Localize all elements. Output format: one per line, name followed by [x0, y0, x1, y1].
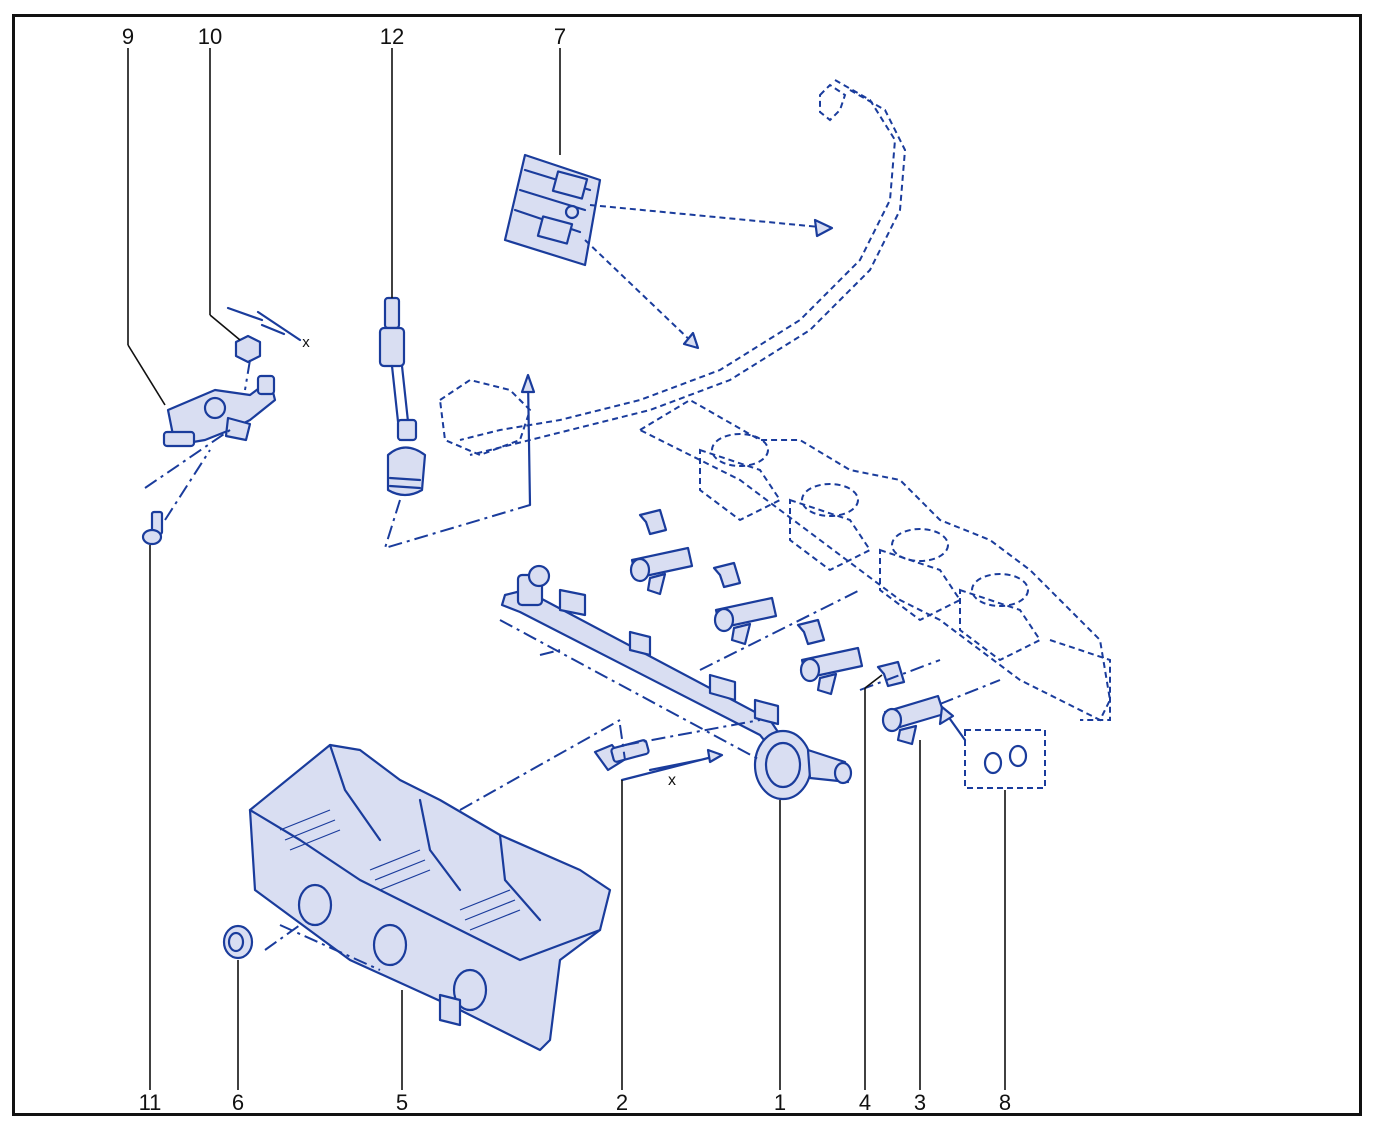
arrow-head-7b [682, 331, 700, 350]
injector-2 [713, 596, 778, 646]
vacuum-hose-part-12 [378, 296, 427, 497]
engine-cover-part-5 [248, 743, 612, 1052]
clip-3 [796, 618, 826, 646]
callout-8: 8 [998, 1090, 1012, 1115]
dimension-label-x-top: x [302, 334, 310, 351]
callout-11: 11 [138, 1090, 162, 1115]
arrow-head-12 [520, 373, 536, 394]
arrow-line-12 [526, 378, 532, 507]
callout-5: 5 [395, 1090, 409, 1115]
arrow-line-7b [584, 239, 696, 346]
intake-manifold-phantom [637, 398, 1112, 722]
fuel-rail-part-1 [500, 564, 853, 801]
centerline-rail [499, 589, 861, 761]
injector-3 [799, 646, 864, 696]
centerlines-injectors [859, 659, 1001, 705]
centerlines-5 [264, 719, 621, 971]
centerlines-9 [144, 359, 251, 521]
connector-bracket-part-7 [503, 153, 602, 267]
clip-1 [638, 508, 668, 536]
diagram-frame [12, 14, 1362, 1116]
arrow-head-x [706, 748, 724, 764]
callout-4: 4 [858, 1090, 872, 1115]
clip-2 [712, 561, 742, 589]
callout-3: 3 [913, 1090, 927, 1115]
clip-part-4 [876, 660, 906, 688]
pressure-regulator-part-9 [162, 374, 277, 448]
callout-2: 2 [615, 1090, 629, 1115]
callout-1: 1 [773, 1090, 787, 1115]
nut-part-10 [234, 334, 262, 364]
centerline-12 [383, 499, 531, 550]
leader-lines [127, 48, 1006, 1090]
callout-7: 7 [553, 24, 567, 49]
callout-10: 10 [197, 24, 223, 49]
callout-6: 6 [231, 1090, 245, 1115]
callout-12: 12 [379, 24, 405, 49]
centerline-2 [619, 719, 761, 761]
arrow-line-7a [589, 204, 831, 229]
grommet-part-6 [222, 924, 254, 960]
fuel-line-phantom [438, 79, 907, 457]
bolt-part-2 [593, 739, 650, 772]
o-ring-kit-part-8 [964, 729, 1046, 789]
arrow-head-7a [813, 218, 834, 238]
arrow-head-8 [938, 705, 955, 726]
dimension-x-bottom [620, 753, 722, 782]
dimension-x-top [226, 306, 302, 342]
injector-1 [629, 546, 694, 596]
callout-9: 9 [121, 24, 135, 49]
dimension-label-x-bottom: x [668, 772, 676, 789]
bolt-part-11 [141, 510, 164, 546]
injector-part-3 [881, 694, 946, 746]
